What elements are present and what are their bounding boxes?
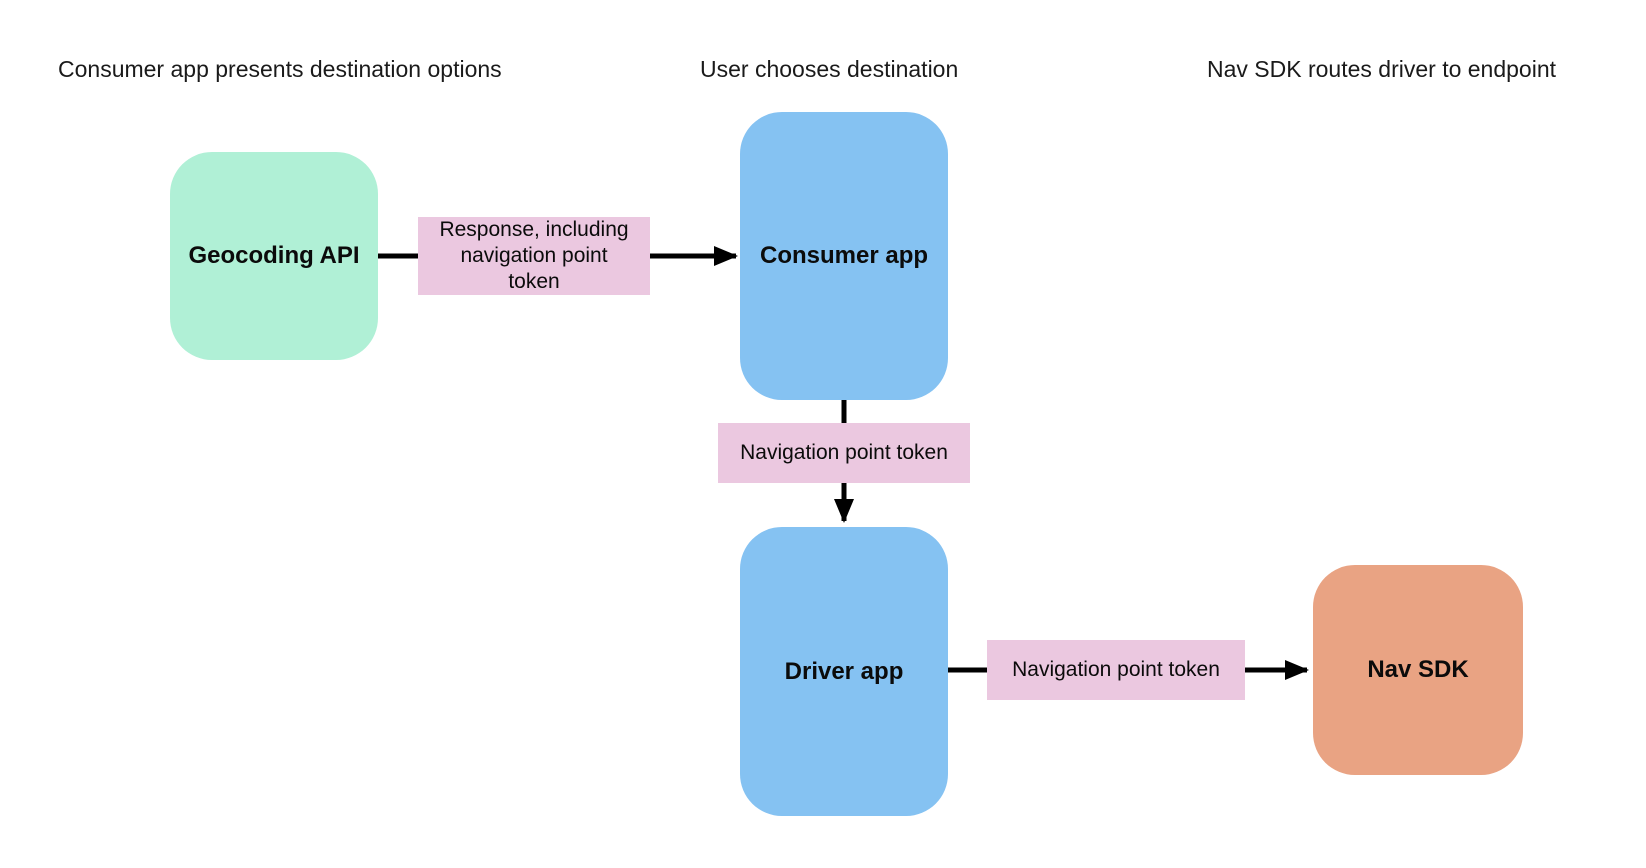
edge-label-navigation-point-token-1: Navigation point token [718, 423, 970, 483]
column-header-consumer-presents: Consumer app presents destination option… [58, 56, 502, 82]
node-nav-sdk: Nav SDK [1313, 565, 1523, 775]
node-nav-sdk-label: Nav SDK [1367, 656, 1469, 683]
column-header-navsdk-routes: Nav SDK routes driver to endpoint [1207, 56, 1557, 82]
node-driver-app-label: Driver app [784, 657, 904, 685]
node-consumer-app-label: Consumer app [759, 242, 929, 269]
edge-label-response-token: Response, including navigation point tok… [418, 217, 650, 295]
node-consumer-app: Consumer app [740, 112, 948, 400]
node-driver-app: Driver app [740, 527, 948, 816]
node-geocoding-api-label: Geocoding API [188, 242, 360, 269]
node-geocoding-api: Geocoding API [170, 152, 378, 360]
column-header-user-chooses: User chooses destination [700, 56, 959, 82]
edge-label-navigation-point-token-2: Navigation point token [987, 640, 1245, 700]
